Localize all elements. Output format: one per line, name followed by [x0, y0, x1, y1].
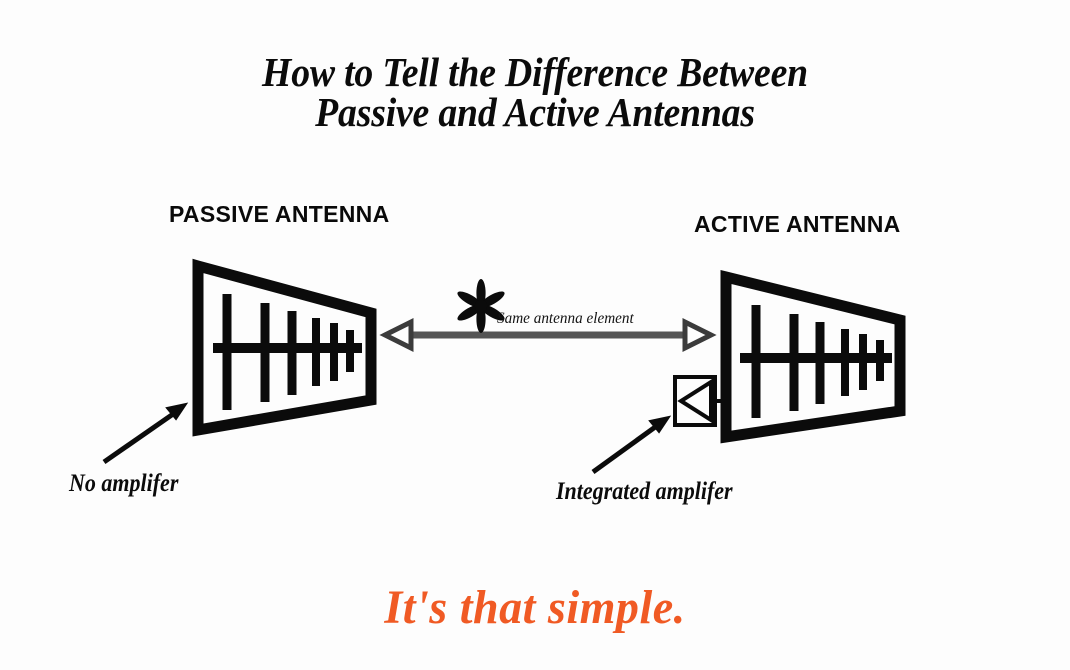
arrow-head-right	[682, 317, 717, 353]
tagline: It's that simple.	[384, 581, 686, 634]
active-antenna-graphic	[673, 269, 906, 444]
no-amplifier-arrow-head	[165, 402, 189, 421]
integrated-amplifier-symbol	[673, 375, 726, 427]
title-line-1: How to Tell the Difference Between	[262, 49, 808, 95]
active-antenna-boom-frame	[720, 269, 906, 444]
passive-antenna-graphic	[192, 258, 377, 437]
integrated-amplifier-arrow-shaft	[591, 422, 660, 475]
amplifier-triangle-icon	[677, 378, 713, 424]
no-amplifier-callout-arrow	[102, 402, 189, 465]
same-antenna-element-note: Same antenna element	[497, 310, 634, 327]
page-title: How to Tell the Difference Between Passi…	[43, 49, 1027, 135]
no-amplifier-arrow-shaft	[102, 409, 178, 465]
integrated-amplifier-callout-arrow	[591, 415, 672, 475]
arrow-head-left	[379, 317, 414, 353]
no-amplifier-callout-label: No amplifer	[69, 470, 179, 497]
integrated-amplifier-arrow-head	[648, 415, 672, 434]
passive-antenna-boom-frame	[192, 258, 377, 437]
title-line-2: Passive and Active Antennas	[315, 89, 755, 135]
amplifier-box	[673, 375, 717, 427]
passive-antenna-label: PASSIVE ANTENNA	[169, 201, 390, 227]
active-antenna-label: ACTIVE ANTENNA	[694, 211, 901, 237]
integrated-amplifier-callout-label: Integrated amplifer	[556, 478, 733, 505]
